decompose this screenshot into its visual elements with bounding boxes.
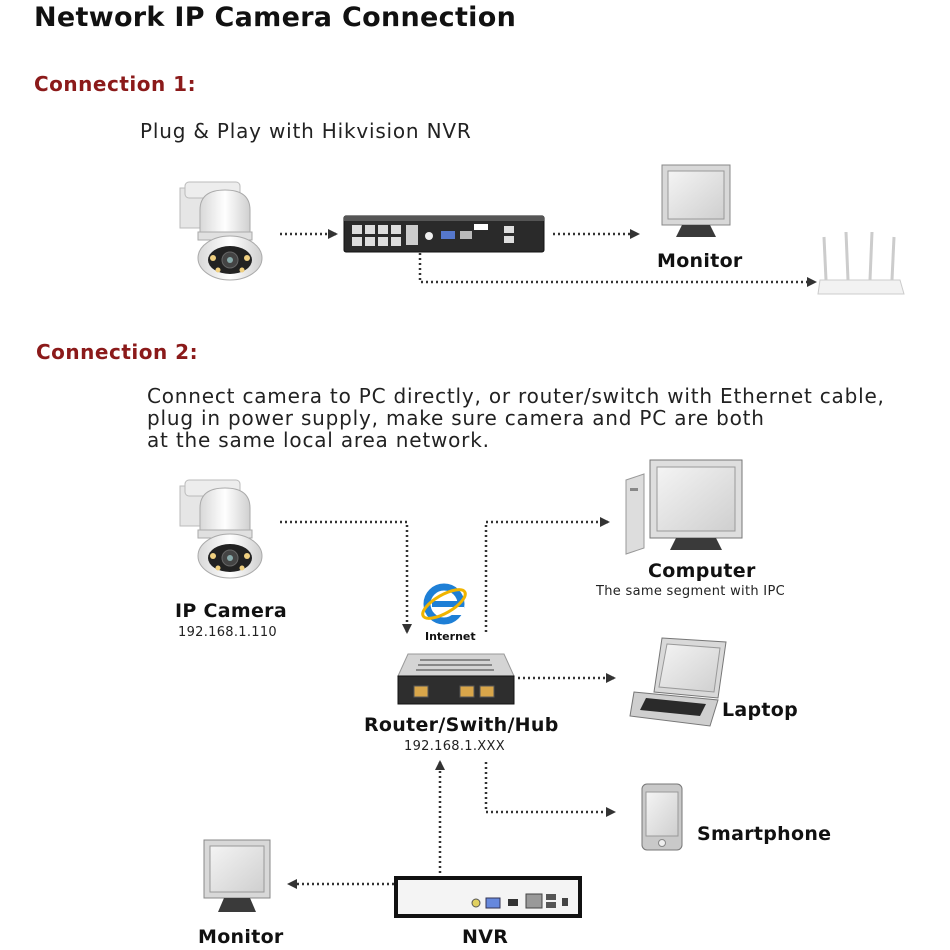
page-title: Network IP Camera Connection bbox=[34, 2, 517, 33]
nvr-label: NVR bbox=[462, 926, 509, 948]
ptz-camera-icon bbox=[179, 181, 263, 281]
computer-icon bbox=[625, 459, 743, 555]
laptop-icon bbox=[629, 637, 727, 727]
laptop-label: Laptop bbox=[722, 699, 799, 721]
connection-2-description-line-1: Connect camera to PC directly, or router… bbox=[147, 384, 885, 408]
connection-2-heading: Connection 2: bbox=[36, 340, 199, 364]
connection-1-monitor-label: Monitor bbox=[657, 250, 743, 272]
smartphone-icon bbox=[641, 783, 683, 851]
nvr-device-icon bbox=[394, 876, 582, 918]
smartphone-label: Smartphone bbox=[697, 823, 832, 845]
monitor-icon bbox=[661, 164, 731, 237]
internet-explorer-icon bbox=[421, 583, 467, 625]
nvr-device-icon bbox=[343, 215, 545, 253]
connection-1-heading: Connection 1: bbox=[34, 72, 197, 96]
camera-label: IP Camera bbox=[175, 600, 287, 622]
network-switch-icon bbox=[397, 653, 515, 705]
ptz-camera-icon bbox=[179, 479, 263, 579]
monitor-label-bottom: Monitor bbox=[198, 926, 284, 948]
computer-label: Computer bbox=[648, 560, 756, 582]
connection-2-description-line-3: at the same local area network. bbox=[147, 428, 490, 452]
router-ip: 192.168.1.XXX bbox=[404, 739, 505, 754]
monitor-icon bbox=[203, 839, 271, 912]
internet-label: Internet bbox=[425, 630, 476, 643]
connection-2-description-line-2: plug in power supply, make sure camera a… bbox=[147, 406, 765, 430]
connection-1-description: Plug & Play with Hikvision NVR bbox=[140, 119, 472, 143]
router-label: Router/Swith/Hub bbox=[364, 714, 559, 736]
wifi-router-icon bbox=[817, 231, 905, 295]
camera-ip: 192.168.1.110 bbox=[178, 625, 278, 640]
computer-sublabel: The same segment with IPC bbox=[596, 584, 785, 599]
